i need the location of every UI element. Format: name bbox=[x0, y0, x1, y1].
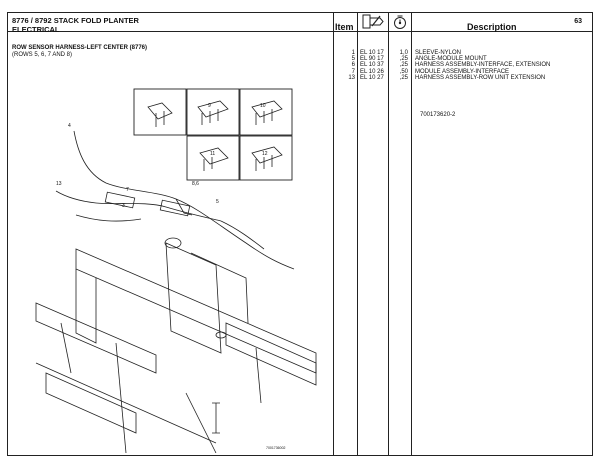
parts-part-number: EL 10 37 bbox=[360, 62, 384, 69]
parts-part-number: EL 10 27 bbox=[360, 74, 384, 81]
parts-item: 5 bbox=[351, 56, 355, 63]
parts-part-number: EL 10 26 bbox=[360, 68, 384, 75]
part-number-column: EL 10 17 EL 90 17 EL 10 37 EL 10 26 EL 1… bbox=[360, 50, 384, 81]
callout-label: 3 bbox=[122, 203, 125, 209]
callout-label: 5 bbox=[216, 199, 219, 205]
title-line-2: ELECTRICAL bbox=[12, 25, 60, 34]
callout-label: 11 bbox=[210, 151, 215, 157]
callout-label: 4 bbox=[68, 123, 71, 129]
parts-description: MODULE ASSEMBLY-INTERFACE bbox=[415, 68, 510, 75]
section-rows-note: (ROWS 5, 6, 7 AND 8) bbox=[12, 52, 73, 58]
title-line-1: 8776 / 8792 STACK FOLD PLANTER bbox=[12, 16, 139, 25]
divider-desc bbox=[411, 13, 412, 455]
callout-label: 13 bbox=[56, 181, 62, 187]
harness-wiring bbox=[55, 130, 295, 270]
column-header-item: Item bbox=[335, 22, 354, 32]
quantity-icon bbox=[392, 14, 408, 35]
figure-id: 7001736002 bbox=[266, 446, 286, 450]
divider-item bbox=[333, 13, 334, 455]
parts-item: 6 bbox=[351, 62, 355, 69]
parts-page-frame: 8776 / 8792 STACK FOLD PLANTER ELECTRICA… bbox=[7, 12, 593, 456]
section-heading: ROW SENSOR HARNESS-LEFT CENTER (8776) (R… bbox=[12, 45, 147, 59]
parts-description: SLEEVE-NYLON bbox=[415, 50, 462, 56]
divider-part bbox=[357, 13, 358, 455]
callout-label: 12 bbox=[262, 151, 268, 157]
parts-quantity: ,25 bbox=[399, 74, 408, 81]
parts-description: ANGLE-MODULE MOUNT bbox=[415, 56, 487, 63]
parts-part-number: EL 10 17 bbox=[360, 50, 384, 56]
parts-quantity: ,50 bbox=[399, 68, 408, 75]
parts-quantity: 1,0 bbox=[399, 50, 408, 56]
page-title: 8776 / 8792 STACK FOLD PLANTER ELECTRICA… bbox=[12, 16, 139, 34]
parts-item: 1 bbox=[351, 50, 355, 56]
description-column: SLEEVE-NYLON ANGLE-MODULE MOUNT HARNESS … bbox=[415, 50, 550, 81]
parts-item: 13 bbox=[348, 74, 355, 81]
section-title: ROW SENSOR HARNESS-LEFT CENTER (8776) bbox=[12, 45, 148, 51]
page-number: 63 bbox=[574, 18, 582, 25]
parts-part-number: EL 90 17 bbox=[360, 56, 384, 63]
parts-description: HARNESS ASSEMBLY-ROW UNIT EXTENSION bbox=[415, 74, 546, 81]
parts-quantity: ,25 bbox=[399, 56, 408, 63]
parts-quantity: ,25 bbox=[399, 62, 408, 69]
parts-description: HARNESS ASSEMBLY-INTERFACE, EXTENSION bbox=[415, 62, 551, 69]
column-header-description: Description bbox=[467, 22, 517, 32]
quantity-column: 1,0 ,25 ,25 ,50 ,25 bbox=[390, 50, 408, 81]
callout-label: 7 bbox=[126, 187, 129, 193]
toolbar-frame bbox=[35, 237, 317, 454]
callout-label: 8,6 bbox=[192, 181, 199, 187]
exploded-view-diagram: 4 9 10 11 12 8,6 7 5 13 3 bbox=[16, 73, 336, 465]
header-divider bbox=[8, 31, 592, 32]
item-column: 1 5 6 7 13 bbox=[333, 50, 355, 81]
parts-item: 7 bbox=[351, 68, 355, 75]
callout-label: 10 bbox=[260, 103, 266, 109]
reference-number: 700173620-2 bbox=[420, 112, 456, 118]
connector-inset-group bbox=[133, 88, 293, 181]
divider-qty bbox=[388, 13, 389, 455]
callout-label: 9 bbox=[208, 103, 211, 109]
part-number-icon bbox=[360, 12, 386, 36]
